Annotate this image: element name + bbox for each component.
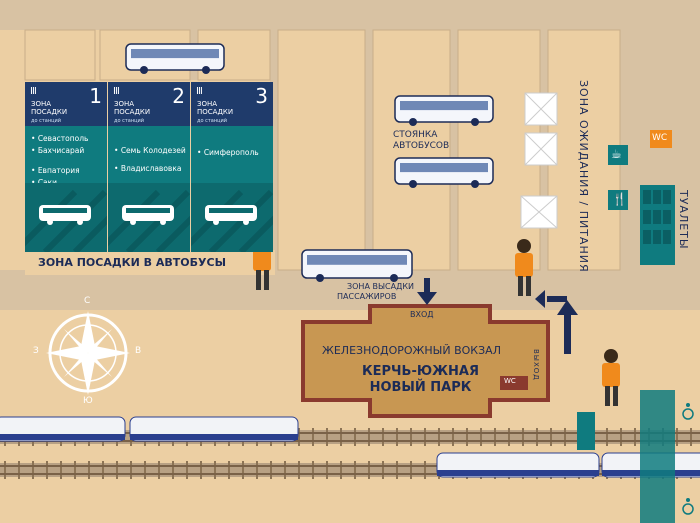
bus-icon — [122, 205, 174, 225]
coffee-badge — [608, 145, 628, 165]
boarding-zone-label: ЗОНА ПОСАДКИ В АВТОБУСЫ — [38, 256, 226, 269]
station-name-line1: КЕРЧЬ-ЮЖНАЯ — [362, 364, 479, 379]
train-upper — [0, 416, 299, 442]
compass-south: Ю — [83, 396, 93, 406]
zone-line1: ЗОНА — [31, 100, 52, 108]
boarding-stripe — [25, 250, 275, 275]
destination-name: Симферополь — [203, 148, 259, 157]
platform-number: 3 — [255, 84, 268, 108]
tents — [520, 92, 558, 229]
station-title: КЕРЧЬ-ЮЖНАЯ НОВЫЙ ПАРК — [362, 364, 479, 396]
dropoff-label-2: ПАССАЖИРОВ — [337, 292, 397, 301]
zone-line1: ЗОНА — [197, 100, 218, 108]
platform-number: 2 — [172, 84, 185, 108]
destinations: • Семь Колодезей • Владиславовка — [108, 126, 190, 183]
zone-sub: до станций — [197, 118, 228, 124]
dropoff-label-1: ЗОНА ВЫСАДКИ — [347, 282, 414, 291]
station-type-label: ЖЕЛЕЗНОДОРОЖНЫЙ ВОКЗАЛ — [322, 344, 501, 357]
destination-item: • Семь Колодезей — [114, 146, 186, 155]
roads — [0, 0, 700, 310]
destination-name: Евпатория — [37, 166, 80, 175]
arrow-down-icon — [417, 278, 437, 305]
compass-icon — [46, 311, 130, 395]
destination-item: • Саки — [31, 178, 57, 187]
wheelchair-icon — [682, 403, 694, 515]
zone-line1: ЗОНА — [114, 100, 135, 108]
destination-name: Владиславовка — [120, 164, 182, 173]
toilets-block — [608, 130, 675, 265]
compass-north: С — [84, 296, 91, 306]
food-badge — [608, 190, 628, 210]
bus-icon — [301, 249, 413, 282]
card-footer — [108, 183, 190, 252]
destinations: • Симферополь — [191, 126, 273, 183]
destination-item: • Севастополь — [31, 134, 89, 143]
destination-item: • Евпатория — [31, 166, 80, 175]
destination-name: Севастополь — [37, 134, 89, 143]
exit-label: ВЫХОД — [532, 349, 540, 381]
fork-knife-icon: 🍴 — [612, 192, 627, 206]
destinations: • Севастополь • Бахчисарай • Евпатория • Са… — [25, 126, 107, 187]
bus-parking-label-1: СТОЯНКА — [393, 130, 438, 140]
zone-sub: до станций — [31, 118, 62, 124]
destination-name: Саки — [38, 178, 57, 187]
station-wc-badge — [500, 376, 528, 390]
coffee-icon: ☕ — [611, 147, 622, 161]
card-footer — [25, 183, 107, 252]
buses — [125, 43, 494, 282]
zone-line2: ПОСАДКИ — [197, 108, 234, 116]
platform-number: 1 — [89, 84, 102, 108]
waiting-zone-label: ЗОНА ОЖИДАНИЯ / ПИТАНИЯ — [577, 80, 590, 273]
station-name-line2: НОВЫЙ ПАРК — [369, 380, 472, 395]
station-building — [301, 304, 550, 418]
bus-parking-label-2: АВТОБУСОВ — [393, 141, 450, 151]
destination-item: • Владиславовка — [114, 164, 182, 173]
rail-icon: Ⅲ — [196, 86, 203, 97]
pedestrian-crossing — [577, 390, 675, 523]
destination-item: • Бахчисарай — [31, 146, 85, 155]
card-footer — [191, 183, 273, 252]
bus-icon — [205, 205, 257, 225]
bus-icon — [394, 95, 494, 126]
zone-line2: ПОСАДКИ — [31, 108, 68, 116]
station-wc-label: WC — [504, 377, 516, 385]
bus-icon — [39, 205, 91, 225]
entrance-label: ВХОД — [410, 310, 434, 319]
zone-line2: ПОСАДКИ — [114, 108, 151, 116]
arrow-up-icon — [535, 290, 578, 354]
bus-icon — [125, 43, 225, 74]
rail-icon: Ⅲ — [30, 86, 37, 97]
destination-name: Семь Колодезей — [120, 146, 186, 155]
toilets-label: ТУАЛЕТЫ — [677, 190, 690, 250]
bus-icon — [394, 157, 494, 188]
destination-item: • Симферополь — [197, 148, 259, 157]
wc-badge — [650, 130, 672, 148]
wc-label: WC — [652, 133, 668, 143]
compass-west: З — [33, 346, 39, 356]
rail-icon: Ⅲ — [113, 86, 120, 97]
parking-lots — [24, 29, 621, 271]
compass-east: В — [135, 346, 142, 356]
destination-name: Бахчисарай — [37, 146, 85, 155]
zone-sub: до станций — [114, 118, 145, 124]
